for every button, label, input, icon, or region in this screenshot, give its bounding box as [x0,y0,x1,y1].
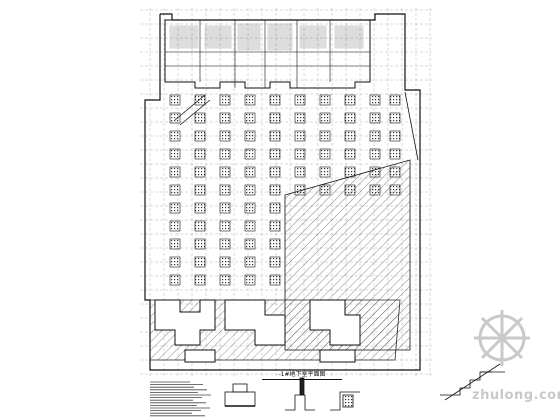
pile-cap [219,220,231,232]
watermark-text: zhulong.com [472,388,560,403]
pile-cap [294,166,306,178]
pile-cap [389,112,401,124]
pile-cap [244,202,256,214]
pile-cap [389,184,401,196]
pile-cap [294,112,306,124]
pile-cap [269,256,281,268]
pile-cap [194,184,206,196]
pile-cap [169,184,181,196]
pile-cap [219,94,231,106]
pile-cap [389,130,401,142]
pile-cap [269,130,281,142]
pile-cap [244,148,256,160]
pile-cap [194,130,206,142]
pile-cap [389,166,401,178]
zhulong-logo-icon [474,310,530,366]
pile-cap [269,202,281,214]
pile-cap [344,130,356,142]
pile-cap [244,238,256,250]
pile-cap [344,166,356,178]
pile-cap [319,130,331,142]
pile-cap [294,184,306,196]
pile-cap [169,220,181,232]
pile-cap [269,94,281,106]
pile-cap [319,148,331,160]
pile-cap [169,238,181,250]
pile-cap [194,112,206,124]
pile-cap [369,130,381,142]
pile-cap [219,166,231,178]
pile-cap [244,184,256,196]
ramp-section-detail [440,363,505,401]
pile-cap [269,166,281,178]
pile-cap [194,274,206,286]
pile-cap [344,148,356,160]
pile-cap-section-detail-1 [224,383,256,407]
pile-cap [319,94,331,106]
pile-cap [244,274,256,286]
upper-tower-block [164,19,371,89]
pile-cap [194,148,206,160]
pile-cap [369,112,381,124]
pile-cap [269,184,281,196]
plan-title-underline [262,379,342,380]
pile-cap [169,112,181,124]
pile-cap [219,256,231,268]
pile-cap [389,94,401,106]
pile-cap [194,220,206,232]
column-pile-caps [169,94,401,286]
pile-cap [269,238,281,250]
pile-cap [219,130,231,142]
pile-cap [194,238,206,250]
pile-cap [219,238,231,250]
pile-cap-section-detail-2 [285,377,315,411]
pile-cap [369,148,381,160]
pile-cap [194,94,206,106]
pile-cap [344,112,356,124]
pile-cap [219,148,231,160]
pile-cap [219,184,231,196]
pile-cap [344,184,356,196]
plan-title: -1#地下室平面图 [278,371,326,378]
pile-cap-section-detail-3 [330,391,360,411]
pile-cap [369,184,381,196]
lower-tower-block [154,299,361,363]
pile-cap [319,184,331,196]
pile-cap [369,94,381,106]
pile-cap [194,202,206,214]
pile-cap [194,256,206,268]
pile-cap [369,166,381,178]
general-notes-block [150,381,211,417]
pile-cap [269,112,281,124]
pile-cap [169,148,181,160]
pile-cap [294,148,306,160]
pile-cap [389,148,401,160]
pile-cap [169,256,181,268]
pile-cap [194,166,206,178]
pile-cap [269,274,281,286]
pile-cap [219,202,231,214]
pile-cap [169,94,181,106]
pile-cap [269,220,281,232]
pile-cap [169,130,181,142]
pile-cap [294,94,306,106]
pile-cap [344,94,356,106]
pile-cap [244,112,256,124]
pile-cap [244,256,256,268]
pile-cap [319,112,331,124]
pile-cap [219,112,231,124]
pile-cap [169,274,181,286]
pile-cap [294,130,306,142]
pile-cap [169,202,181,214]
pile-cap [244,130,256,142]
pile-cap [269,148,281,160]
pile-cap [244,94,256,106]
pile-cap [169,166,181,178]
ramp-lines [174,91,419,161]
pile-cap [219,274,231,286]
pile-cap [244,166,256,178]
pile-cap [319,166,331,178]
pile-cap [244,220,256,232]
